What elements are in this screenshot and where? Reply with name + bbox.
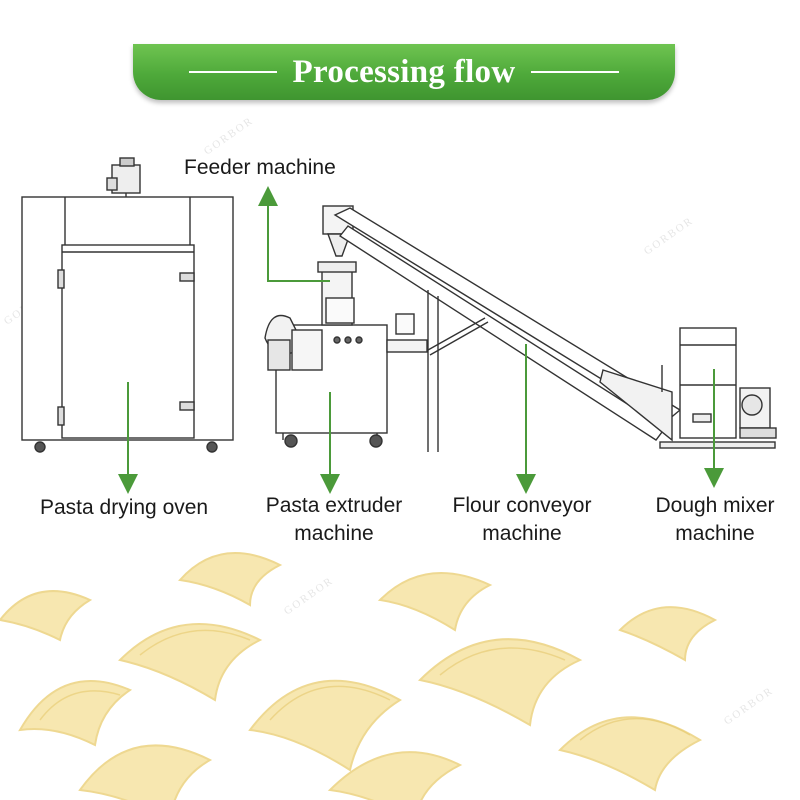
extruder-illustration	[264, 261, 428, 448]
conveyor-label-line1: Flour conveyor	[452, 494, 592, 517]
extruder-machine-label: Pasta extruder machine	[256, 492, 412, 548]
banner-right-rule	[531, 71, 620, 73]
feeder-machine-label: Feeder machine	[184, 156, 336, 179]
flow-arrows	[118, 186, 724, 494]
conveyor-label-line2: machine	[482, 522, 562, 545]
extruder-label-line1: Pasta extruder	[265, 494, 403, 517]
drying-oven-label: Pasta drying oven	[40, 496, 209, 519]
mixer-machine-label: Dough mixer machine	[642, 492, 788, 548]
title-banner: Processing flow	[133, 44, 675, 100]
mixer-label-line1: Dough mixer	[655, 494, 775, 517]
mixer-illustration	[659, 327, 777, 449]
banner-left-rule	[188, 71, 277, 73]
conveyor-machine-label: Flour conveyor machine	[440, 492, 604, 548]
banner-title: Processing flow	[292, 53, 516, 90]
conveyor-illustration	[322, 205, 682, 452]
mixer-label-line2: machine	[675, 522, 755, 545]
extruder-label-line2: machine	[294, 522, 374, 545]
